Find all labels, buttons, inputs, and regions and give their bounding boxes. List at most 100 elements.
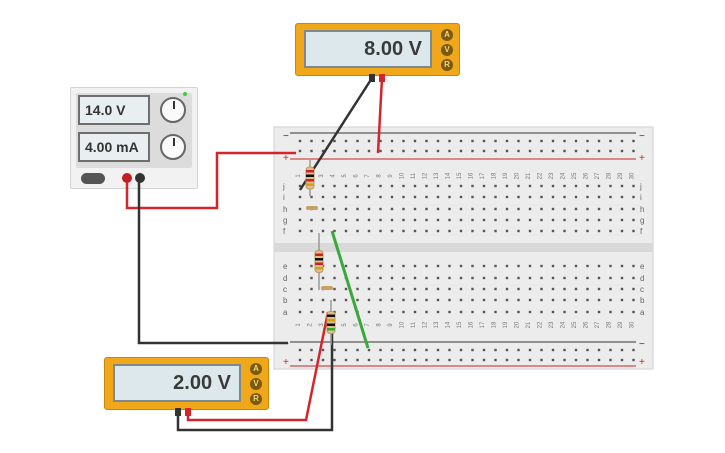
breadboard-hole[interactable]	[379, 264, 382, 268]
breadboard-hole[interactable]	[551, 287, 555, 291]
rail-hole[interactable]	[551, 358, 555, 362]
breadboard-hole[interactable]	[356, 264, 359, 268]
breadboard-hole[interactable]	[620, 195, 624, 199]
breadboard-hole[interactable]	[528, 218, 532, 222]
bottom-meter-volt-button[interactable]: V	[250, 378, 262, 390]
breadboard-hole[interactable]	[459, 298, 463, 302]
breadboard-hole[interactable]	[563, 298, 566, 302]
breadboard-hole[interactable]	[540, 264, 543, 268]
breadboard-hole[interactable]	[540, 218, 543, 222]
breadboard-hole[interactable]	[344, 287, 348, 291]
breadboard-hole[interactable]	[482, 229, 486, 233]
bottom-multimeter[interactable]: 2.00 V A V R	[104, 357, 269, 410]
breadboard-hole[interactable]	[333, 184, 336, 188]
breadboard-hole[interactable]	[402, 298, 405, 302]
breadboard-hole[interactable]	[390, 287, 394, 291]
breadboard-hole[interactable]	[528, 229, 532, 233]
breadboard-hole[interactable]	[540, 310, 543, 314]
breadboard-hole[interactable]	[597, 276, 601, 280]
rail-hole[interactable]	[436, 358, 440, 362]
breadboard-hole[interactable]	[551, 218, 555, 222]
breadboard-hole[interactable]	[597, 287, 601, 291]
rail-hole[interactable]	[528, 139, 532, 143]
breadboard-hole[interactable]	[413, 207, 417, 211]
breadboard-hole[interactable]	[390, 229, 394, 233]
breadboard-hole[interactable]	[609, 298, 612, 302]
rail-hole[interactable]	[517, 149, 520, 153]
breadboard-hole[interactable]	[379, 184, 382, 188]
breadboard-hole[interactable]	[482, 310, 486, 314]
current-knob[interactable]	[160, 134, 186, 160]
breadboard-hole[interactable]	[528, 264, 532, 268]
breadboard-hole[interactable]	[586, 264, 589, 268]
breadboard-hole[interactable]	[551, 276, 555, 280]
breadboard-hole[interactable]	[574, 298, 578, 302]
breadboard-hole[interactable]	[425, 207, 428, 211]
lead-plug[interactable]	[369, 74, 375, 82]
breadboard-hole[interactable]	[574, 229, 578, 233]
breadboard-hole[interactable]	[402, 229, 405, 233]
breadboard-hole[interactable]	[563, 276, 566, 280]
breadboard-hole[interactable]	[494, 287, 497, 291]
breadboard-hole[interactable]	[390, 310, 394, 314]
breadboard-hole[interactable]	[321, 310, 325, 314]
breadboard-hole[interactable]	[505, 218, 509, 222]
breadboard-hole[interactable]	[632, 229, 635, 233]
rail-hole[interactable]	[505, 358, 509, 362]
rail-hole[interactable]	[471, 358, 474, 362]
breadboard-hole[interactable]	[436, 229, 440, 233]
breadboard-hole[interactable]	[413, 218, 417, 222]
breadboard-hole[interactable]	[586, 287, 589, 291]
rail-hole[interactable]	[425, 149, 428, 153]
rail-hole[interactable]	[367, 358, 371, 362]
rail-hole[interactable]	[344, 149, 348, 153]
rail-hole[interactable]	[586, 348, 589, 352]
breadboard-hole[interactable]	[517, 276, 520, 280]
breadboard-hole[interactable]	[482, 287, 486, 291]
breadboard-hole[interactable]	[494, 184, 497, 188]
breadboard-hole[interactable]	[620, 229, 624, 233]
breadboard-hole[interactable]	[494, 310, 497, 314]
breadboard-hole[interactable]	[425, 195, 428, 199]
rail-hole[interactable]	[425, 139, 428, 143]
breadboard-hole[interactable]	[586, 195, 589, 199]
breadboard-hole[interactable]	[321, 276, 325, 280]
breadboard-hole[interactable]	[344, 310, 348, 314]
breadboard-hole[interactable]	[448, 207, 451, 211]
breadboard-hole[interactable]	[609, 229, 612, 233]
breadboard-hole[interactable]	[436, 264, 440, 268]
rail-hole[interactable]	[379, 149, 382, 153]
rail-hole[interactable]	[586, 358, 589, 362]
rail-hole[interactable]	[379, 348, 382, 352]
breadboard-hole[interactable]	[563, 184, 566, 188]
breadboard-hole[interactable]	[586, 218, 589, 222]
rail-hole[interactable]	[551, 139, 555, 143]
breadboard-hole[interactable]	[379, 229, 382, 233]
breadboard-hole[interactable]	[632, 184, 635, 188]
breadboard-hole[interactable]	[482, 276, 486, 280]
breadboard-hole[interactable]	[356, 287, 359, 291]
rail-hole[interactable]	[321, 149, 325, 153]
breadboard-hole[interactable]	[402, 207, 405, 211]
breadboard-hole[interactable]	[459, 195, 463, 199]
breadboard-hole[interactable]	[563, 310, 566, 314]
rail-hole[interactable]	[379, 139, 382, 143]
rail-hole[interactable]	[356, 139, 359, 143]
rail-hole[interactable]	[517, 358, 520, 362]
breadboard-hole[interactable]	[344, 298, 348, 302]
breadboard-hole[interactable]	[620, 287, 624, 291]
rail-hole[interactable]	[609, 149, 612, 153]
breadboard-hole[interactable]	[620, 218, 624, 222]
rail-hole[interactable]	[356, 358, 359, 362]
breadboard-hole[interactable]	[425, 310, 428, 314]
breadboard-hole[interactable]	[390, 184, 394, 188]
rail-hole[interactable]	[597, 149, 601, 153]
rail-hole[interactable]	[390, 358, 394, 362]
breadboard-hole[interactable]	[333, 276, 336, 280]
breadboard-hole[interactable]	[609, 264, 612, 268]
power-switch[interactable]	[81, 173, 105, 184]
breadboard-hole[interactable]	[574, 276, 578, 280]
rail-hole[interactable]	[367, 149, 371, 153]
breadboard-hole[interactable]	[609, 287, 612, 291]
breadboard-hole[interactable]	[379, 276, 382, 280]
